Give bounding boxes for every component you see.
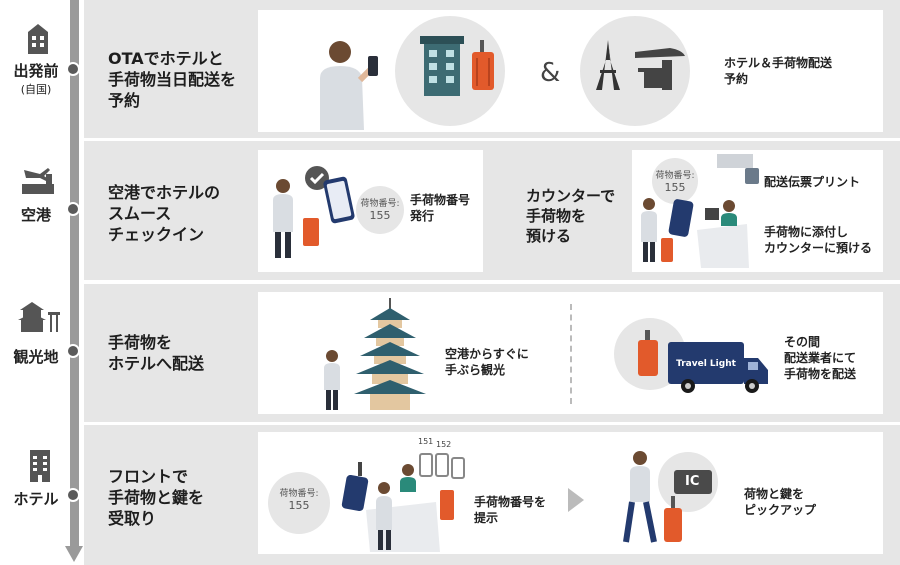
row2-caption-issue: 手荷物番号 発行: [410, 193, 471, 223]
timeline-dot: [66, 344, 80, 358]
stage-label-sightseeing: 観光地: [13, 348, 59, 366]
luggage-number-tag: 荷物番号: 155: [356, 186, 404, 234]
arrow-right-icon: [568, 488, 584, 512]
delivery-truck-illustration: Travel Light: [638, 330, 768, 393]
truck-label: Travel Light: [676, 359, 737, 369]
stage-title-sightseeing: 手荷物を ホテルへ配送: [108, 333, 205, 373]
traveler-with-phone-illustration: [320, 41, 378, 130]
checkin-traveler-illustration: [273, 166, 355, 258]
pagoda-traveler-illustration: [324, 298, 426, 410]
row2-caption-print: 配送伝票プリント: [764, 175, 861, 189]
stage-label-hotel: ホテル: [13, 490, 59, 508]
ic-card-label: IC: [685, 474, 700, 489]
stage-label-airport: 空港: [20, 206, 51, 224]
stage-title-airport: 空港でホテルの スムース チェックイン: [108, 183, 221, 244]
bag-number-151: 151: [418, 437, 434, 446]
stage-title-predeparture: OTAでホテルと 手荷物当日配送を 予約: [108, 49, 237, 110]
hotel-building-icon: [420, 36, 494, 96]
luggage-number-tag: 荷物番号: 155: [268, 472, 330, 534]
luggage-number-tag: 荷物番号: 155: [652, 158, 698, 204]
ampersand: &: [540, 58, 561, 88]
stage-label-predeparture: 出発前 (自国): [13, 62, 59, 96]
counter-scene-illustration: [641, 154, 759, 268]
row4-caption-present: 手荷物番号を 提示: [474, 495, 547, 525]
building-icon: [28, 24, 48, 54]
hotel-icon: [30, 450, 50, 482]
row4-caption-pickup: 荷物と鍵を ピックアップ: [744, 487, 817, 517]
castle-icon: [18, 302, 60, 332]
stage-title-hotel: フロントで 手荷物と鍵を 受取り: [108, 467, 205, 528]
front-desk-illustration: [341, 453, 465, 552]
row3-caption-sightseeing: 空港からすぐに 手ぶら観光: [445, 347, 529, 377]
timeline-rail: [70, 0, 79, 548]
timeline-dot: [66, 488, 80, 502]
row3-caption-delivery: その間 配送業者にて 手荷物を配送: [784, 335, 857, 381]
step-counter-deposit: カウンターで 手荷物を 預ける: [526, 187, 616, 245]
row1-caption: ホテル＆手荷物配送 予約: [724, 56, 833, 86]
row2-caption-attach: 手荷物に添付し カウンターに預ける: [764, 225, 873, 255]
timeline-dot: [66, 62, 80, 76]
timeline-dot: [66, 202, 80, 216]
tower-train-dining-icon: [596, 40, 685, 90]
divider: [570, 304, 572, 404]
bag-number-152: 152: [436, 440, 452, 449]
pickup-traveler-illustration: [623, 451, 718, 543]
timeline-arrow: [65, 546, 83, 562]
airport-icon: [22, 168, 54, 194]
